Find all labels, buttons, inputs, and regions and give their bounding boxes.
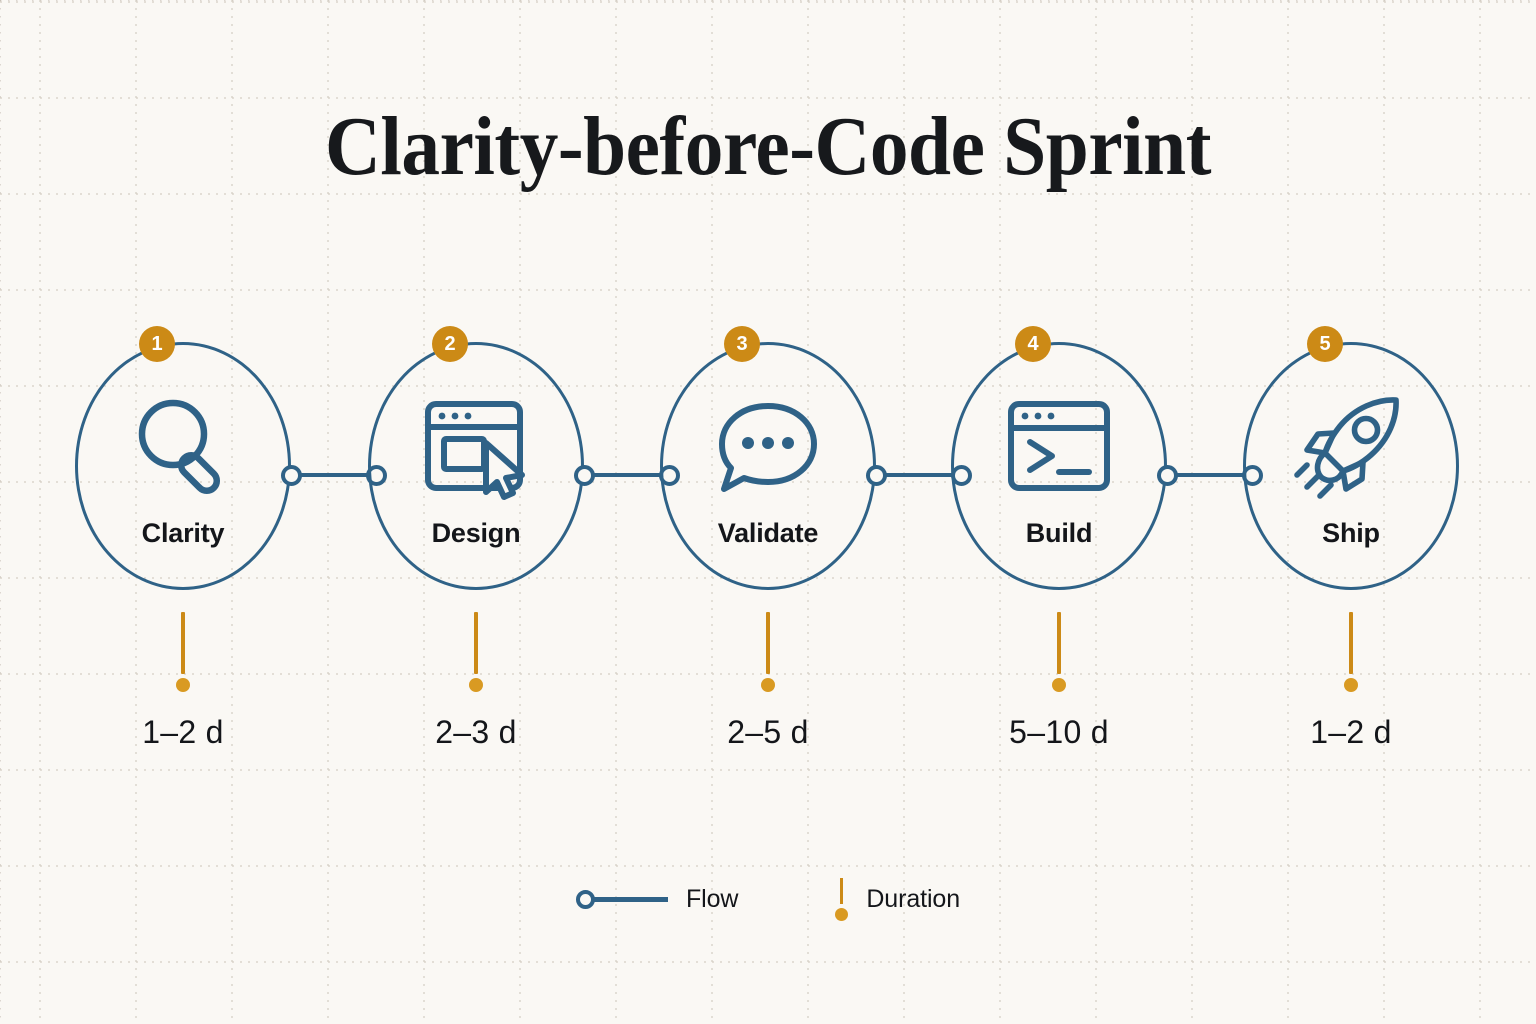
duration-stem xyxy=(766,612,770,674)
node-label-2: Design xyxy=(431,518,521,548)
duration-dot xyxy=(469,678,483,692)
flow-node-2[interactable]: 2 Design xyxy=(368,326,584,590)
connector-line xyxy=(1177,472,1243,478)
legend-label-flow: Flow xyxy=(685,885,739,913)
duration-label-4: 5–10 d xyxy=(1009,714,1109,750)
duration-label-5: 1–2 d xyxy=(1310,714,1392,750)
speech-bubble-icon xyxy=(706,390,830,502)
legend: Flow Duration xyxy=(0,878,1536,921)
duration-5: 1–2 d xyxy=(1243,612,1459,751)
flow-marker-line xyxy=(592,897,668,902)
flow-node-1[interactable]: 1 Clarity xyxy=(75,326,291,590)
node-badge-4: 4 xyxy=(1015,326,1051,362)
duration-dot xyxy=(761,678,775,692)
duration-stem xyxy=(1057,612,1061,674)
node-badge-3: 3 xyxy=(724,326,760,362)
duration-marker-icon xyxy=(834,878,848,921)
page-title: Clarity-before-Code Sprint xyxy=(325,100,1211,193)
duration-marker-dot xyxy=(834,908,848,921)
legend-label-duration: Duration xyxy=(866,885,961,913)
legend-item-duration: Duration xyxy=(834,878,960,921)
terminal-icon xyxy=(997,390,1121,502)
connector-line xyxy=(594,472,660,478)
legend-item-flow: Flow xyxy=(575,885,739,914)
duration-stem xyxy=(181,612,185,674)
rocket-icon xyxy=(1289,390,1413,502)
connector-endpoint-dot xyxy=(574,464,595,486)
duration-label-1: 1–2 d xyxy=(142,714,224,750)
node-label-5: Ship xyxy=(1322,518,1380,548)
duration-label-3: 2–5 d xyxy=(727,714,809,750)
duration-4: 5–10 d xyxy=(951,612,1167,751)
duration-marker-stem xyxy=(839,878,844,904)
node-label-3: Validate xyxy=(717,518,819,548)
duration-dot xyxy=(176,678,190,692)
duration-1: 1–2 d xyxy=(75,612,291,751)
duration-dot xyxy=(1052,678,1066,692)
duration-stem xyxy=(474,612,478,674)
duration-label-2: 2–3 d xyxy=(435,714,517,750)
flow-node-4[interactable]: 4 Build xyxy=(951,326,1167,590)
connector-endpoint-dot xyxy=(866,464,887,486)
node-badge-5: 5 xyxy=(1307,326,1343,362)
connector-line xyxy=(886,472,952,478)
duration-dot xyxy=(1344,678,1358,692)
flow-marker-icon xyxy=(575,890,668,909)
connector-endpoint-dot xyxy=(1157,464,1178,486)
magnifier-icon xyxy=(121,390,245,502)
window-cursor-icon xyxy=(414,390,538,502)
duration-stem xyxy=(1349,612,1353,674)
process-flow-row: 1 Clarity 2 xyxy=(0,326,1536,592)
node-label-1: Clarity xyxy=(141,518,225,548)
node-badge-1: 1 xyxy=(139,326,175,362)
connector-endpoint-dot xyxy=(281,464,302,486)
flow-node-3[interactable]: 3 Validate xyxy=(660,326,876,590)
node-badge-2: 2 xyxy=(432,326,468,362)
duration-3: 2–5 d xyxy=(660,612,876,751)
duration-2: 2–3 d xyxy=(368,612,584,751)
node-outline xyxy=(1243,342,1459,590)
node-label-4: Build xyxy=(1025,518,1093,548)
connector-line xyxy=(301,472,367,478)
flow-node-5[interactable]: 5 Ship xyxy=(1243,326,1459,590)
